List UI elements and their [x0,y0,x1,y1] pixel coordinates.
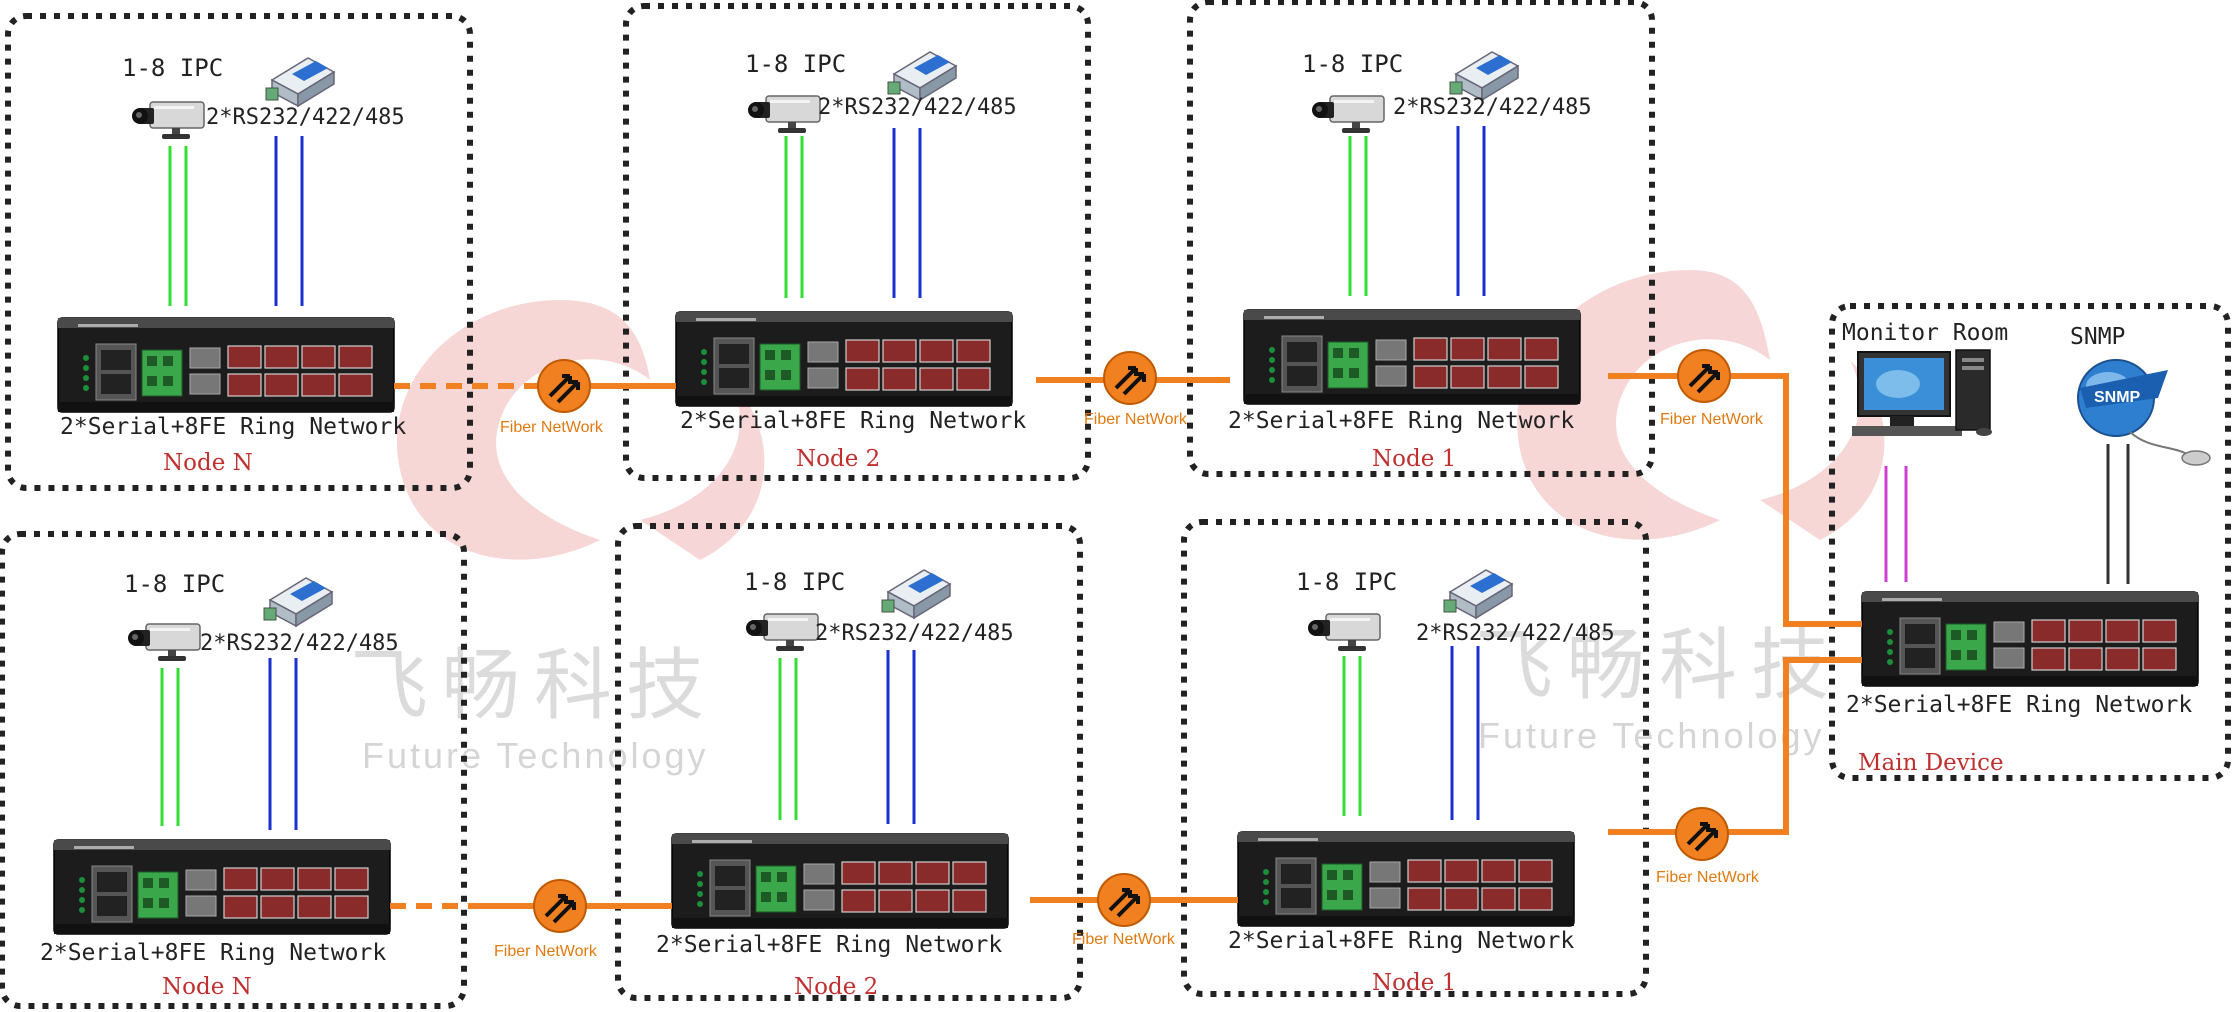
network-label: 2*Serial+8FE Ring Network [40,940,386,966]
fiber-label: Fiber NetWork [494,943,598,960]
snmp-globe-icon: SNMP [2077,359,2211,466]
node-box-bottom-n: 1-8 IPC 2*RS232/422/485 2*Serial+8FE Rin… [0,531,467,1009]
ipc-label: 1-8 IPC [1296,568,1397,596]
node-box-bottom-2: 1-8 IPC 2*RS232/422/485 2*Serial+8FE Rin… [615,523,1083,1001]
watermark-english-right: Future Technology [1478,715,1825,756]
ip-camera-icon [747,95,821,134]
serial-converter-icon [1449,51,1519,101]
ip-camera-icon [1307,613,1381,652]
serial-converter-icon [887,51,957,101]
svg-text:SNMP: SNMP [2094,389,2141,406]
network-label: 2*Serial+8FE Ring Network [60,414,406,440]
fiber-label: Fiber NetWork [500,419,604,436]
fiber-label: Fiber NetWork [1084,411,1188,428]
ip-camera-icon [131,101,205,140]
ip-camera-icon [127,623,201,662]
ip-camera-icon [745,613,819,652]
fiber-coupler-icon [532,878,588,934]
watermark-logo-left [396,300,765,560]
watermark-english-left: Future Technology [362,735,709,776]
monitor-room-label: Monitor Room [1842,320,2008,346]
serial-converter-icon [881,569,951,619]
fiber-coupler-icon [1102,350,1158,406]
snmp-label: SNMP [2070,324,2125,350]
node-label: Node 2 [796,446,880,472]
ipc-label: 1-8 IPC [745,50,846,78]
node-label: Node 1 [1372,970,1456,996]
fiber-coupler-icon [1096,872,1152,928]
ip-camera-icon [1311,95,1385,134]
watermark-chinese-right: 飞畅科技 [1475,621,1843,711]
serial-converter-icon [263,577,333,627]
fiber-label: Fiber NetWork [1656,869,1760,886]
node-label: Node 2 [794,974,878,1000]
ipc-label: 1-8 IPC [124,570,225,598]
ring-switch-device [671,833,1009,929]
serial-label: 2*RS232/422/485 [818,95,1017,120]
serial-label: 2*RS232/422/485 [200,631,399,656]
serial-converter-icon [265,57,335,107]
ring-switch-device [675,311,1013,407]
network-label: 2*Serial+8FE Ring Network [680,408,1026,434]
fiber-label: Fiber NetWork [1660,411,1764,428]
node-label: Node N [163,450,253,476]
watermark-chinese-left: 飞畅科技 [350,641,718,731]
node-box-top-2: 1-8 IPC 2*RS232/422/485 2*Serial+8FE Rin… [623,3,1091,481]
fiber-coupler-icon [1676,348,1732,404]
ipc-label: 1-8 IPC [122,54,223,82]
ring-switch-device [1243,309,1581,405]
main-switch-device [1861,591,2199,687]
node-box-bottom-1: 1-8 IPC 2*RS232/422/485 2*Serial+8FE Rin… [1181,519,1649,997]
monitor-computer-icon [1852,349,1992,436]
network-label: 2*Serial+8FE Ring Network [1228,408,1574,434]
node-label: Node N [162,974,252,1000]
ring-switch-device [57,317,395,413]
main-device-label: Main Device [1858,750,2004,776]
ring-switch-device [1237,831,1575,927]
node-box-top-n: 1-8 IPC 2*RS232/422/485 2*Serial+8FE Rin… [5,13,473,491]
main-device-box: Monitor Room SNMP SNMP 2*Serial+8 [1829,303,2231,781]
fiber-coupler-icon [1674,806,1730,862]
serial-label: 2*RS232/422/485 [1416,621,1615,646]
network-label: 2*Serial+8FE Ring Network [656,932,1002,958]
fiber-coupler-icon [536,358,592,414]
network-label: 2*Serial+8FE Ring Network [1846,692,2192,718]
serial-converter-icon [1443,569,1513,619]
ring-switch-device [53,839,391,935]
node-box-top-1: 1-8 IPC 2*RS232/422/485 2*Serial+8FE Rin… [1187,0,1655,477]
serial-label: 2*RS232/422/485 [815,621,1014,646]
serial-label: 2*RS232/422/485 [206,105,405,130]
serial-label: 2*RS232/422/485 [1393,95,1592,120]
network-label: 2*Serial+8FE Ring Network [1228,928,1574,954]
node-label: Node 1 [1372,446,1456,472]
ipc-label: 1-8 IPC [1302,50,1403,78]
fiber-label: Fiber NetWork [1072,931,1176,948]
ipc-label: 1-8 IPC [744,568,845,596]
